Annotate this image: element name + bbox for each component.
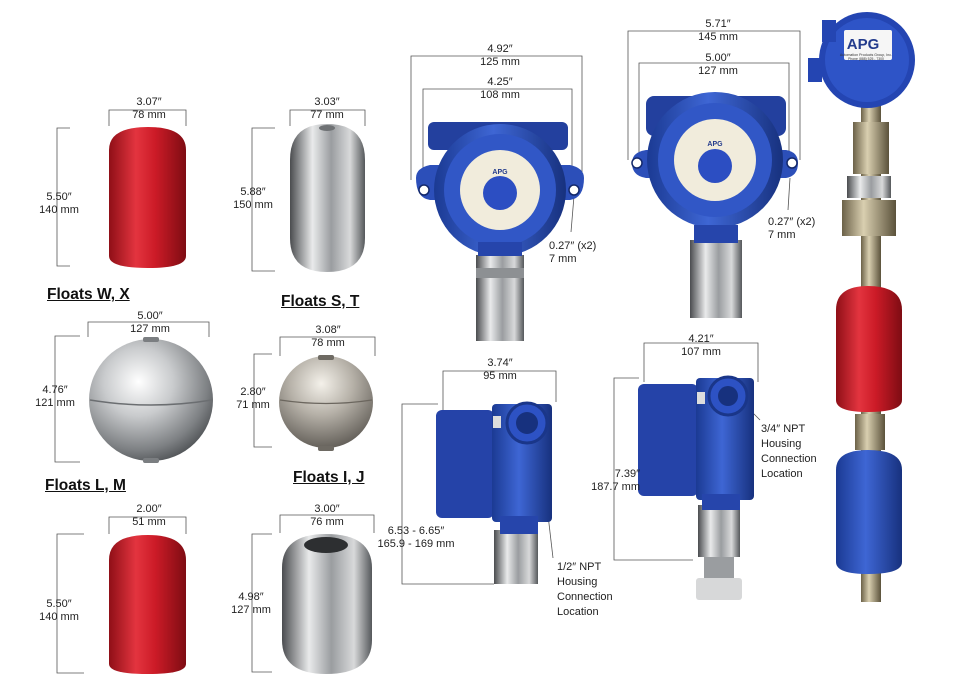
dim-housing-b-inner: 5.00″ 127 mm: [688, 52, 748, 78]
dim-housing-d-width: 4.21″ 107 mm: [671, 333, 731, 359]
dimension-lines: [54, 30, 801, 674]
dim-i-j-height: 2.80″ 71 mm: [228, 386, 278, 412]
dim-value-in: 4.21″: [688, 333, 714, 345]
caption-floats-w-x: Floats W, X: [47, 286, 130, 303]
cover-badge-b: APG: [707, 141, 723, 148]
dim-s-t-height: 5.88″ 150 mm: [226, 186, 280, 212]
dim-housing-d-height: 7.39″ 187.7 mm: [580, 468, 640, 494]
dim-value-in: 2.80″: [240, 386, 266, 398]
dim-value-mm: 140 mm: [39, 611, 79, 623]
dim-value-in: 4.25″: [487, 76, 513, 88]
caption-floats-i-j: Floats I, J: [293, 469, 365, 486]
float-w-x-red-cylinder: [109, 127, 186, 268]
dim-value-mm: 145 mm: [698, 31, 738, 43]
assembled-level-switch: [808, 12, 915, 602]
caption-floats-s-t: Floats S, T: [281, 293, 360, 310]
dim-value-mm: 127 mm: [231, 604, 271, 616]
dim-i-j-width: 3.08″ 78 mm: [301, 324, 355, 350]
dim-red-large-height: 5.50″ 140 mm: [34, 598, 84, 624]
dim-value-in: 3.07″: [136, 96, 162, 108]
dim-value-in: 5.88″: [240, 186, 266, 198]
dim-value-in: 3.08″: [315, 324, 341, 336]
dim-value-in: 0.27″ (x2): [768, 216, 816, 228]
housing-a-front-view: [416, 122, 584, 341]
dim-w-x-height: 5.50″ 140 mm: [34, 191, 84, 217]
dim-value-mm: 7 mm: [768, 229, 796, 241]
dim-value-mm: 77 mm: [310, 109, 344, 121]
dim-value-in: 5.50″: [46, 598, 72, 610]
dim-value-mm: 121 mm: [35, 397, 75, 409]
dim-housing-b-hole: 0.27″ (x2) 7 mm: [768, 216, 838, 242]
dim-value-mm: 95 mm: [483, 370, 517, 382]
dim-value-in: 3.74″: [487, 357, 513, 369]
dim-value-mm: 107 mm: [681, 346, 721, 358]
housing-c-side-view: [436, 401, 552, 584]
dim-value-in: 4.92″: [487, 43, 513, 55]
housing-d-side-view: [638, 375, 754, 600]
float-s-t-steel-capsule: [290, 124, 365, 272]
dim-steel-bullet-width: 3.00″ 76 mm: [300, 503, 354, 529]
dim-housing-b-outer: 5.71″ 145 mm: [688, 18, 748, 44]
brand-line-company: Automation Products Group, Inc.: [840, 53, 892, 57]
dim-l-m-height: 4.76″ 121 mm: [30, 384, 80, 410]
dim-value-mm: 187.7 mm: [591, 481, 640, 493]
dim-value-mm: 165.9 - 169 mm: [377, 538, 455, 550]
dim-value-mm: 127 mm: [130, 323, 170, 335]
dim-value-mm: 108 mm: [480, 89, 520, 101]
caption-floats-l-m: Floats L, M: [45, 477, 126, 494]
dim-value-in: 5.50″: [46, 191, 72, 203]
housing-b-front-view: [631, 92, 798, 318]
dim-value-in: 3.03″: [314, 96, 340, 108]
float-l-m-steel-sphere: [89, 337, 213, 463]
dim-value-mm: 125 mm: [480, 56, 520, 68]
brand-logo: APG: [847, 36, 880, 53]
float-i-j-steel-sphere: [279, 355, 373, 451]
dim-value-mm: 71 mm: [236, 399, 270, 411]
dim-value-mm: 51 mm: [132, 516, 166, 528]
dim-housing-a-outer: 4.92″ 125 mm: [470, 43, 530, 69]
dim-housing-c-width: 3.74″ 95 mm: [470, 357, 530, 383]
dim-value-mm: 76 mm: [310, 516, 344, 528]
note-housing-d-connection: 3/4″ NPT Housing Connection Location: [761, 423, 817, 480]
dim-value-in: 7.39″: [614, 468, 640, 480]
dim-value-in: 4.98″: [238, 591, 264, 603]
dim-l-m-width: 5.00″ 127 mm: [120, 310, 180, 336]
dim-value-mm: 140 mm: [39, 204, 79, 216]
dim-value-mm: 150 mm: [233, 199, 273, 211]
dim-value-in: 3.00″: [314, 503, 340, 515]
dim-value-in: 0.27″ (x2): [549, 240, 597, 252]
float-steel-bullet: [282, 534, 372, 674]
dim-value-mm: 78 mm: [132, 109, 166, 121]
dim-value-in: 5.71″: [705, 18, 731, 30]
dim-value-in: 5.00″: [137, 310, 163, 322]
cover-badge-a: APG: [492, 169, 508, 176]
dim-housing-a-inner: 4.25″ 108 mm: [470, 76, 530, 102]
dim-steel-bullet-height: 4.98″ 127 mm: [226, 591, 276, 617]
brand-line-phone: Phone (888) 525 - 7300: [848, 57, 884, 61]
dim-value-in: 5.00″: [705, 52, 731, 64]
dim-value-mm: 7 mm: [549, 253, 577, 265]
dim-red-large-width: 2.00″ 51 mm: [122, 503, 176, 529]
dim-value-mm: 127 mm: [698, 65, 738, 77]
dim-housing-c-height: 6.53 - 6.65″ 165.9 - 169 mm: [368, 525, 464, 551]
dim-value-mm: 78 mm: [311, 337, 345, 349]
float-red-cylinder-large: [109, 535, 186, 674]
note-housing-c-connection: 1/2″ NPT Housing Connection Location: [557, 561, 613, 618]
dim-s-t-width: 3.03″ 77 mm: [300, 96, 354, 122]
dim-w-x-width: 3.07″ 78 mm: [122, 96, 176, 122]
dim-value-in: 6.53 - 6.65″: [387, 525, 445, 537]
dim-value-in: 4.76″: [42, 384, 68, 396]
dim-value-in: 2.00″: [136, 503, 162, 515]
dim-housing-a-hole: 0.27″ (x2) 7 mm: [549, 240, 619, 266]
